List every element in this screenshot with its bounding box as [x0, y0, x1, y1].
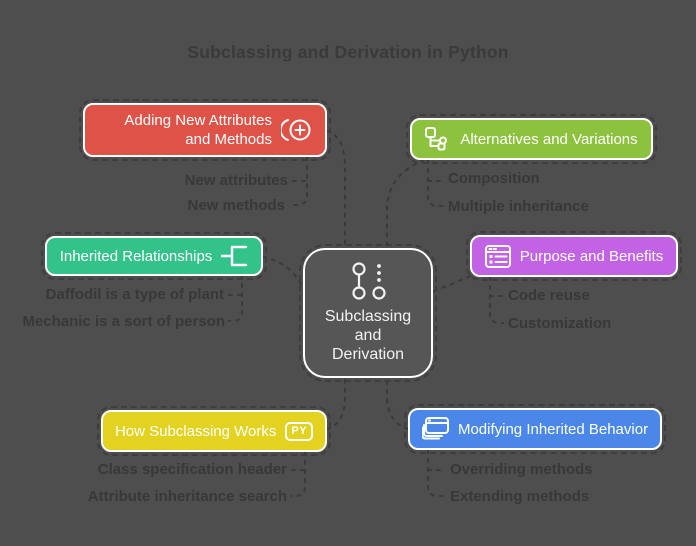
branch-label: Alternatives and Variations	[460, 130, 638, 148]
leaf-daffodil[interactable]: Daffodil is a type of plant	[45, 286, 224, 303]
bracket-tree-icon	[221, 245, 248, 267]
leaf-code-reuse[interactable]: Code reuse	[508, 287, 590, 304]
center-node-label: Subclassing and Derivation	[324, 308, 412, 363]
branch-inherited-relationships[interactable]: Inherited Relationships	[41, 232, 267, 280]
diagram-title: Subclassing and Derivation in Python	[187, 42, 509, 62]
list-window-icon	[484, 244, 511, 268]
branch-label: Inherited Relationships	[59, 247, 213, 265]
hierarchy-icon	[425, 127, 451, 151]
leaf-multiple-inheritance[interactable]: Multiple inheritance	[448, 198, 589, 215]
leaf-class-specification-header[interactable]: Class specification header	[97, 461, 287, 478]
branch-how-subclassing-works[interactable]: How Subclassing Works PY	[97, 406, 331, 456]
branch-label: Modifying Inherited Behavior	[457, 420, 649, 438]
branch-label: Purpose and Benefits	[519, 247, 664, 265]
center-node-subclassing-derivation[interactable]: Subclassing and Derivation	[299, 244, 437, 382]
branch-label: Adding New Attributes and Methods	[124, 111, 272, 149]
leaf-overriding-methods[interactable]: Overriding methods	[450, 461, 593, 478]
py-badge-icon: PY	[285, 421, 314, 441]
branch-adding-new-attributes[interactable]: Adding New Attributes and Methods	[79, 99, 331, 161]
stacked-windows-icon	[421, 417, 449, 441]
leaf-extending-methods[interactable]: Extending methods	[450, 488, 590, 505]
leaf-new-methods[interactable]: New methods	[187, 197, 285, 214]
leaf-composition[interactable]: Composition	[448, 170, 540, 187]
branch-alternatives-variations[interactable]: Alternatives and Variations	[406, 114, 657, 164]
leaf-customization[interactable]: Customization	[508, 315, 612, 332]
circle-plus-icon	[281, 116, 313, 144]
branch-label: How Subclassing Works	[114, 422, 277, 440]
leaf-attribute-inheritance-search[interactable]: Attribute inheritance search	[87, 488, 287, 505]
branch-purpose-benefits[interactable]: Purpose and Benefits	[466, 231, 682, 281]
commit-nodes-icon	[345, 261, 391, 301]
leaf-new-attributes[interactable]: New attributes	[184, 172, 288, 189]
branch-modifying-inherited-behavior[interactable]: Modifying Inherited Behavior	[404, 404, 666, 454]
leaf-mechanic[interactable]: Mechanic is a sort of person	[22, 313, 225, 330]
